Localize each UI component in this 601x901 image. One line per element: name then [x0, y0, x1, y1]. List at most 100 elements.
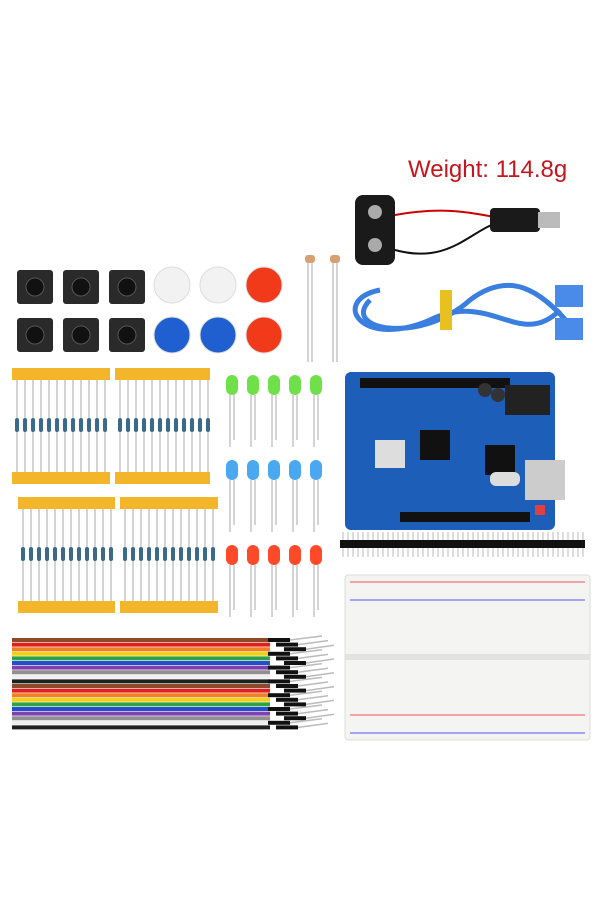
button-cap	[199, 266, 237, 304]
resistor	[93, 547, 97, 561]
led	[226, 460, 238, 480]
resistor	[139, 547, 143, 561]
resistor	[155, 547, 159, 561]
resistor	[123, 547, 127, 561]
jumper-pin	[289, 718, 323, 724]
jumper-connector	[284, 674, 306, 679]
jumper-connector	[268, 665, 290, 670]
resistor	[179, 547, 183, 561]
pin-header	[340, 540, 585, 548]
resistor	[147, 547, 151, 561]
resistor	[23, 418, 27, 432]
jumper-connector	[284, 688, 306, 693]
photoresistor	[305, 255, 315, 263]
resistor	[45, 547, 49, 561]
jumper-connector	[268, 638, 290, 642]
jumper-pin	[289, 676, 323, 683]
jumper-pin	[297, 722, 329, 729]
resistor	[174, 418, 178, 432]
jumper-pin	[305, 658, 335, 664]
resistor	[171, 547, 175, 561]
led	[289, 545, 301, 565]
led	[310, 460, 322, 480]
led	[226, 545, 238, 565]
usb-cable	[352, 282, 583, 340]
jumper-connector	[276, 656, 298, 661]
resistor-tape	[12, 368, 110, 380]
resistor	[77, 547, 81, 561]
resistor	[182, 418, 186, 432]
resistor	[203, 547, 207, 561]
jumper-connector	[268, 651, 290, 656]
jumper-pin	[289, 635, 323, 641]
jumper-connector	[268, 720, 290, 725]
jumper-pin	[305, 672, 335, 678]
button-plunger	[71, 325, 91, 345]
resistor	[21, 547, 25, 561]
jumper-pin	[305, 644, 335, 650]
jumper-connector	[276, 642, 298, 647]
jumper-connector	[284, 702, 306, 707]
resistor	[195, 547, 199, 561]
resistor	[29, 547, 33, 561]
resistor	[163, 547, 167, 561]
jumper-connector	[276, 711, 298, 716]
resistor-tape	[18, 497, 115, 509]
button-cap	[245, 316, 283, 354]
resistor	[15, 418, 19, 432]
resistor	[150, 418, 154, 432]
jumper-connector	[268, 693, 290, 698]
button-plunger	[25, 277, 45, 297]
jumper-pin	[289, 690, 323, 696]
weight-label: Weight: 114.8g	[408, 156, 568, 183]
resistor	[87, 418, 91, 432]
button-plunger	[71, 277, 91, 297]
led	[247, 545, 259, 565]
led	[268, 460, 280, 480]
jumper-pin	[305, 699, 335, 706]
dc-jack	[490, 208, 540, 232]
resistor	[206, 418, 210, 432]
jumper-connector	[276, 684, 298, 688]
led	[289, 375, 301, 395]
resistor	[118, 418, 122, 432]
resistor-tape	[115, 472, 210, 484]
resistor	[103, 418, 107, 432]
led	[247, 460, 259, 480]
led	[289, 460, 301, 480]
resistor-tape	[12, 472, 110, 484]
resistor	[126, 418, 130, 432]
jumper-connector	[276, 670, 298, 675]
resistor	[109, 547, 113, 561]
resistor	[53, 547, 57, 561]
breadboard	[344, 574, 591, 741]
jumper-connector	[284, 647, 306, 652]
button-cap	[153, 316, 191, 354]
battery-clip	[355, 195, 560, 265]
resistor-tape	[120, 601, 218, 613]
jumper-pin	[297, 653, 329, 660]
button-plunger	[117, 277, 137, 297]
resistor	[95, 418, 99, 432]
jumper-pin	[297, 639, 329, 646]
button-plunger	[117, 325, 137, 345]
jumper-pin	[289, 662, 323, 669]
resistor	[134, 418, 138, 432]
resistor	[187, 547, 191, 561]
button-cap	[245, 266, 283, 304]
resistor	[31, 418, 35, 432]
button-cap	[199, 316, 237, 354]
led	[310, 375, 322, 395]
jumper-connector	[284, 716, 306, 721]
button-cap	[153, 266, 191, 304]
resistor	[55, 418, 59, 432]
jumper-pin	[289, 704, 323, 710]
jumper-pin	[305, 713, 335, 719]
jumper-pin	[297, 708, 329, 715]
led	[226, 375, 238, 395]
resistor	[198, 418, 202, 432]
resistor	[190, 418, 194, 432]
led	[247, 375, 259, 395]
